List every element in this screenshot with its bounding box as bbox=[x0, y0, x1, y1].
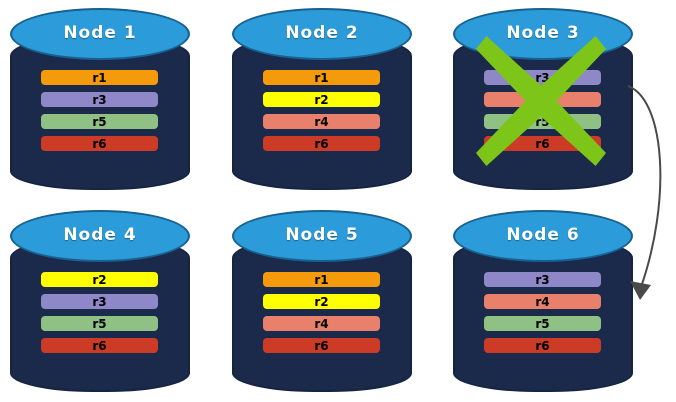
cylinder-body bbox=[232, 34, 412, 190]
replica-bar-r5[interactable]: r5 bbox=[484, 114, 601, 129]
replica-bar-r1[interactable]: r1 bbox=[263, 272, 380, 287]
node-title: Node 4 bbox=[63, 225, 137, 245]
replica-bar-r4[interactable]: r4 bbox=[263, 114, 380, 129]
replica-bar-r4[interactable]: r4 bbox=[484, 294, 601, 309]
node-cylinder-1[interactable]: Node 1 r1 r3 r5 r6 bbox=[10, 8, 190, 190]
replica-bar-r6[interactable]: r6 bbox=[41, 338, 158, 353]
node-title: Node 6 bbox=[506, 225, 580, 245]
replica-bar-r5[interactable]: r5 bbox=[41, 316, 158, 331]
cylinder-top-ellipse bbox=[10, 210, 190, 262]
cylinder-top-ellipse bbox=[10, 8, 190, 60]
replica-bar-r3[interactable]: r3 bbox=[41, 294, 158, 309]
replica-bar-r5[interactable]: r5 bbox=[41, 114, 158, 129]
cylinder-top-ellipse bbox=[453, 210, 633, 262]
replica-bar-r6[interactable]: r6 bbox=[263, 338, 380, 353]
node-cylinder-4[interactable]: Node 4 r2 r3 r5 r6 bbox=[10, 210, 190, 392]
replica-list: r1 r3 r5 r6 bbox=[41, 70, 158, 151]
node-cylinder-3[interactable]: Node 3 r3 r4 r5 r6 bbox=[453, 8, 633, 190]
replica-bar-r6[interactable]: r6 bbox=[484, 338, 601, 353]
replica-list: r1 r2 r4 r6 bbox=[263, 272, 380, 353]
replica-list: r3 r4 r5 r6 bbox=[484, 272, 601, 353]
cylinder-top-ellipse bbox=[232, 8, 412, 60]
replica-bar-r6[interactable]: r6 bbox=[263, 136, 380, 151]
cylinder-top-ellipse bbox=[232, 210, 412, 262]
cylinder-body bbox=[10, 236, 190, 392]
replica-bar-r4[interactable]: r4 bbox=[263, 316, 380, 331]
replica-bar-r1[interactable]: r1 bbox=[263, 70, 380, 85]
replica-bar-r2[interactable]: r2 bbox=[263, 92, 380, 107]
replica-bar-r4[interactable]: r4 bbox=[484, 92, 601, 107]
cylinder-body bbox=[232, 236, 412, 392]
replica-bar-r3[interactable]: r3 bbox=[484, 272, 601, 287]
cylinder-body bbox=[453, 236, 633, 392]
node-title: Node 5 bbox=[285, 225, 359, 245]
replica-bar-r3[interactable]: r3 bbox=[41, 92, 158, 107]
replica-bar-r2[interactable]: r2 bbox=[41, 272, 158, 287]
node-title: Node 2 bbox=[285, 23, 359, 43]
replica-list: r2 r3 r5 r6 bbox=[41, 272, 158, 353]
replica-list: r3 r4 r5 r6 bbox=[484, 70, 601, 151]
node-title: Node 1 bbox=[63, 23, 137, 43]
node-cylinder-2[interactable]: Node 2 r1 r2 r4 r6 bbox=[232, 8, 412, 190]
node-title: Node 3 bbox=[506, 23, 580, 43]
replica-list: r1 r2 r4 r6 bbox=[263, 70, 380, 151]
node-cylinder-6[interactable]: Node 6 r3 r4 r5 r6 bbox=[453, 210, 633, 392]
replica-bar-r2[interactable]: r2 bbox=[263, 294, 380, 309]
replica-bar-r6[interactable]: r6 bbox=[484, 136, 601, 151]
replica-bar-r6[interactable]: r6 bbox=[41, 136, 158, 151]
node-cylinder-5[interactable]: Node 5 r1 r2 r4 r6 bbox=[232, 210, 412, 392]
replica-bar-r3[interactable]: r3 bbox=[484, 70, 601, 85]
replica-bar-r1[interactable]: r1 bbox=[41, 70, 158, 85]
replica-bar-r5[interactable]: r5 bbox=[484, 316, 601, 331]
